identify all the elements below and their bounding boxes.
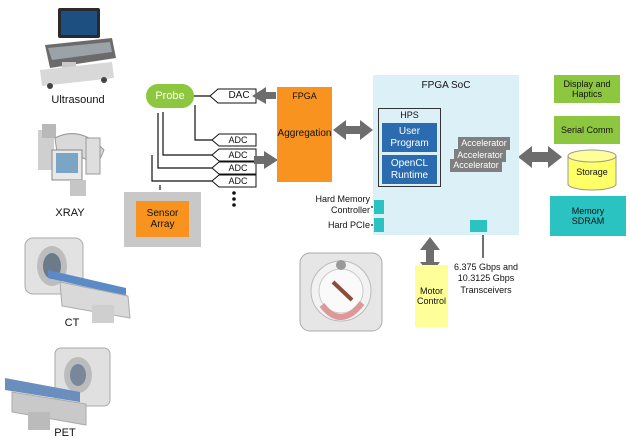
pet-machine-image [5, 347, 111, 430]
display-haptics-block: Display and Haptics [554, 75, 620, 103]
adc-label: ADC [228, 134, 248, 145]
modality-pet-label: PET [54, 427, 76, 439]
adc-label: ADC [228, 175, 248, 186]
adc-label: ADC [228, 162, 248, 173]
serial-comm-block: Serial Comm [554, 116, 620, 144]
motor-control-block: Motor Control [415, 265, 448, 327]
hps-title: HPS [400, 110, 419, 120]
aggregation-label: Aggregation [277, 128, 332, 139]
fpga-block [277, 87, 332, 182]
xray-machine-image [38, 124, 105, 196]
modality-ct-label: CT [64, 317, 80, 329]
sensor-array-block: Sensor Array [136, 201, 189, 237]
motor-gantry-image [299, 252, 383, 332]
memory-sdram-block: Memory SDRAM [550, 196, 626, 236]
hard-memory-controller-label: Hard Memory Controller [315, 194, 370, 215]
hard-pcie-port [374, 218, 384, 232]
more-adc-dots-icon [232, 191, 236, 207]
fpga-title: FPGA [292, 91, 317, 101]
user-program-block: User Program [382, 123, 437, 152]
storage-label: Storage [576, 167, 608, 177]
modality-xray-label: XRAY [55, 207, 85, 219]
probe-node: Probe [146, 84, 194, 108]
adc-label: ADC [228, 149, 248, 160]
transceivers-label: 6.375 Gbps and 10.3125 Gbps Transceivers [453, 262, 519, 295]
ct-machine-image [24, 237, 131, 323]
hps-frame [378, 108, 441, 187]
hard-memory-controller-port [374, 200, 384, 214]
accelerator-block: Accelerator [454, 149, 506, 162]
transceiver-port [470, 220, 487, 232]
ultrasound-machine-image [40, 8, 116, 89]
accelerator-block: Accelerator [450, 159, 502, 172]
dac-label: DAC [228, 90, 250, 101]
modality-ultrasound-label: Ultrasound [51, 94, 105, 106]
fpga-soc-title: FPGA SoC [421, 80, 471, 91]
adc-tags [211, 133, 257, 188]
opencl-runtime-block: OpenCL Runtime [382, 155, 437, 184]
hard-pcie-label: Hard PCIe [327, 220, 370, 230]
accelerator-block: Accelerator [458, 137, 510, 150]
